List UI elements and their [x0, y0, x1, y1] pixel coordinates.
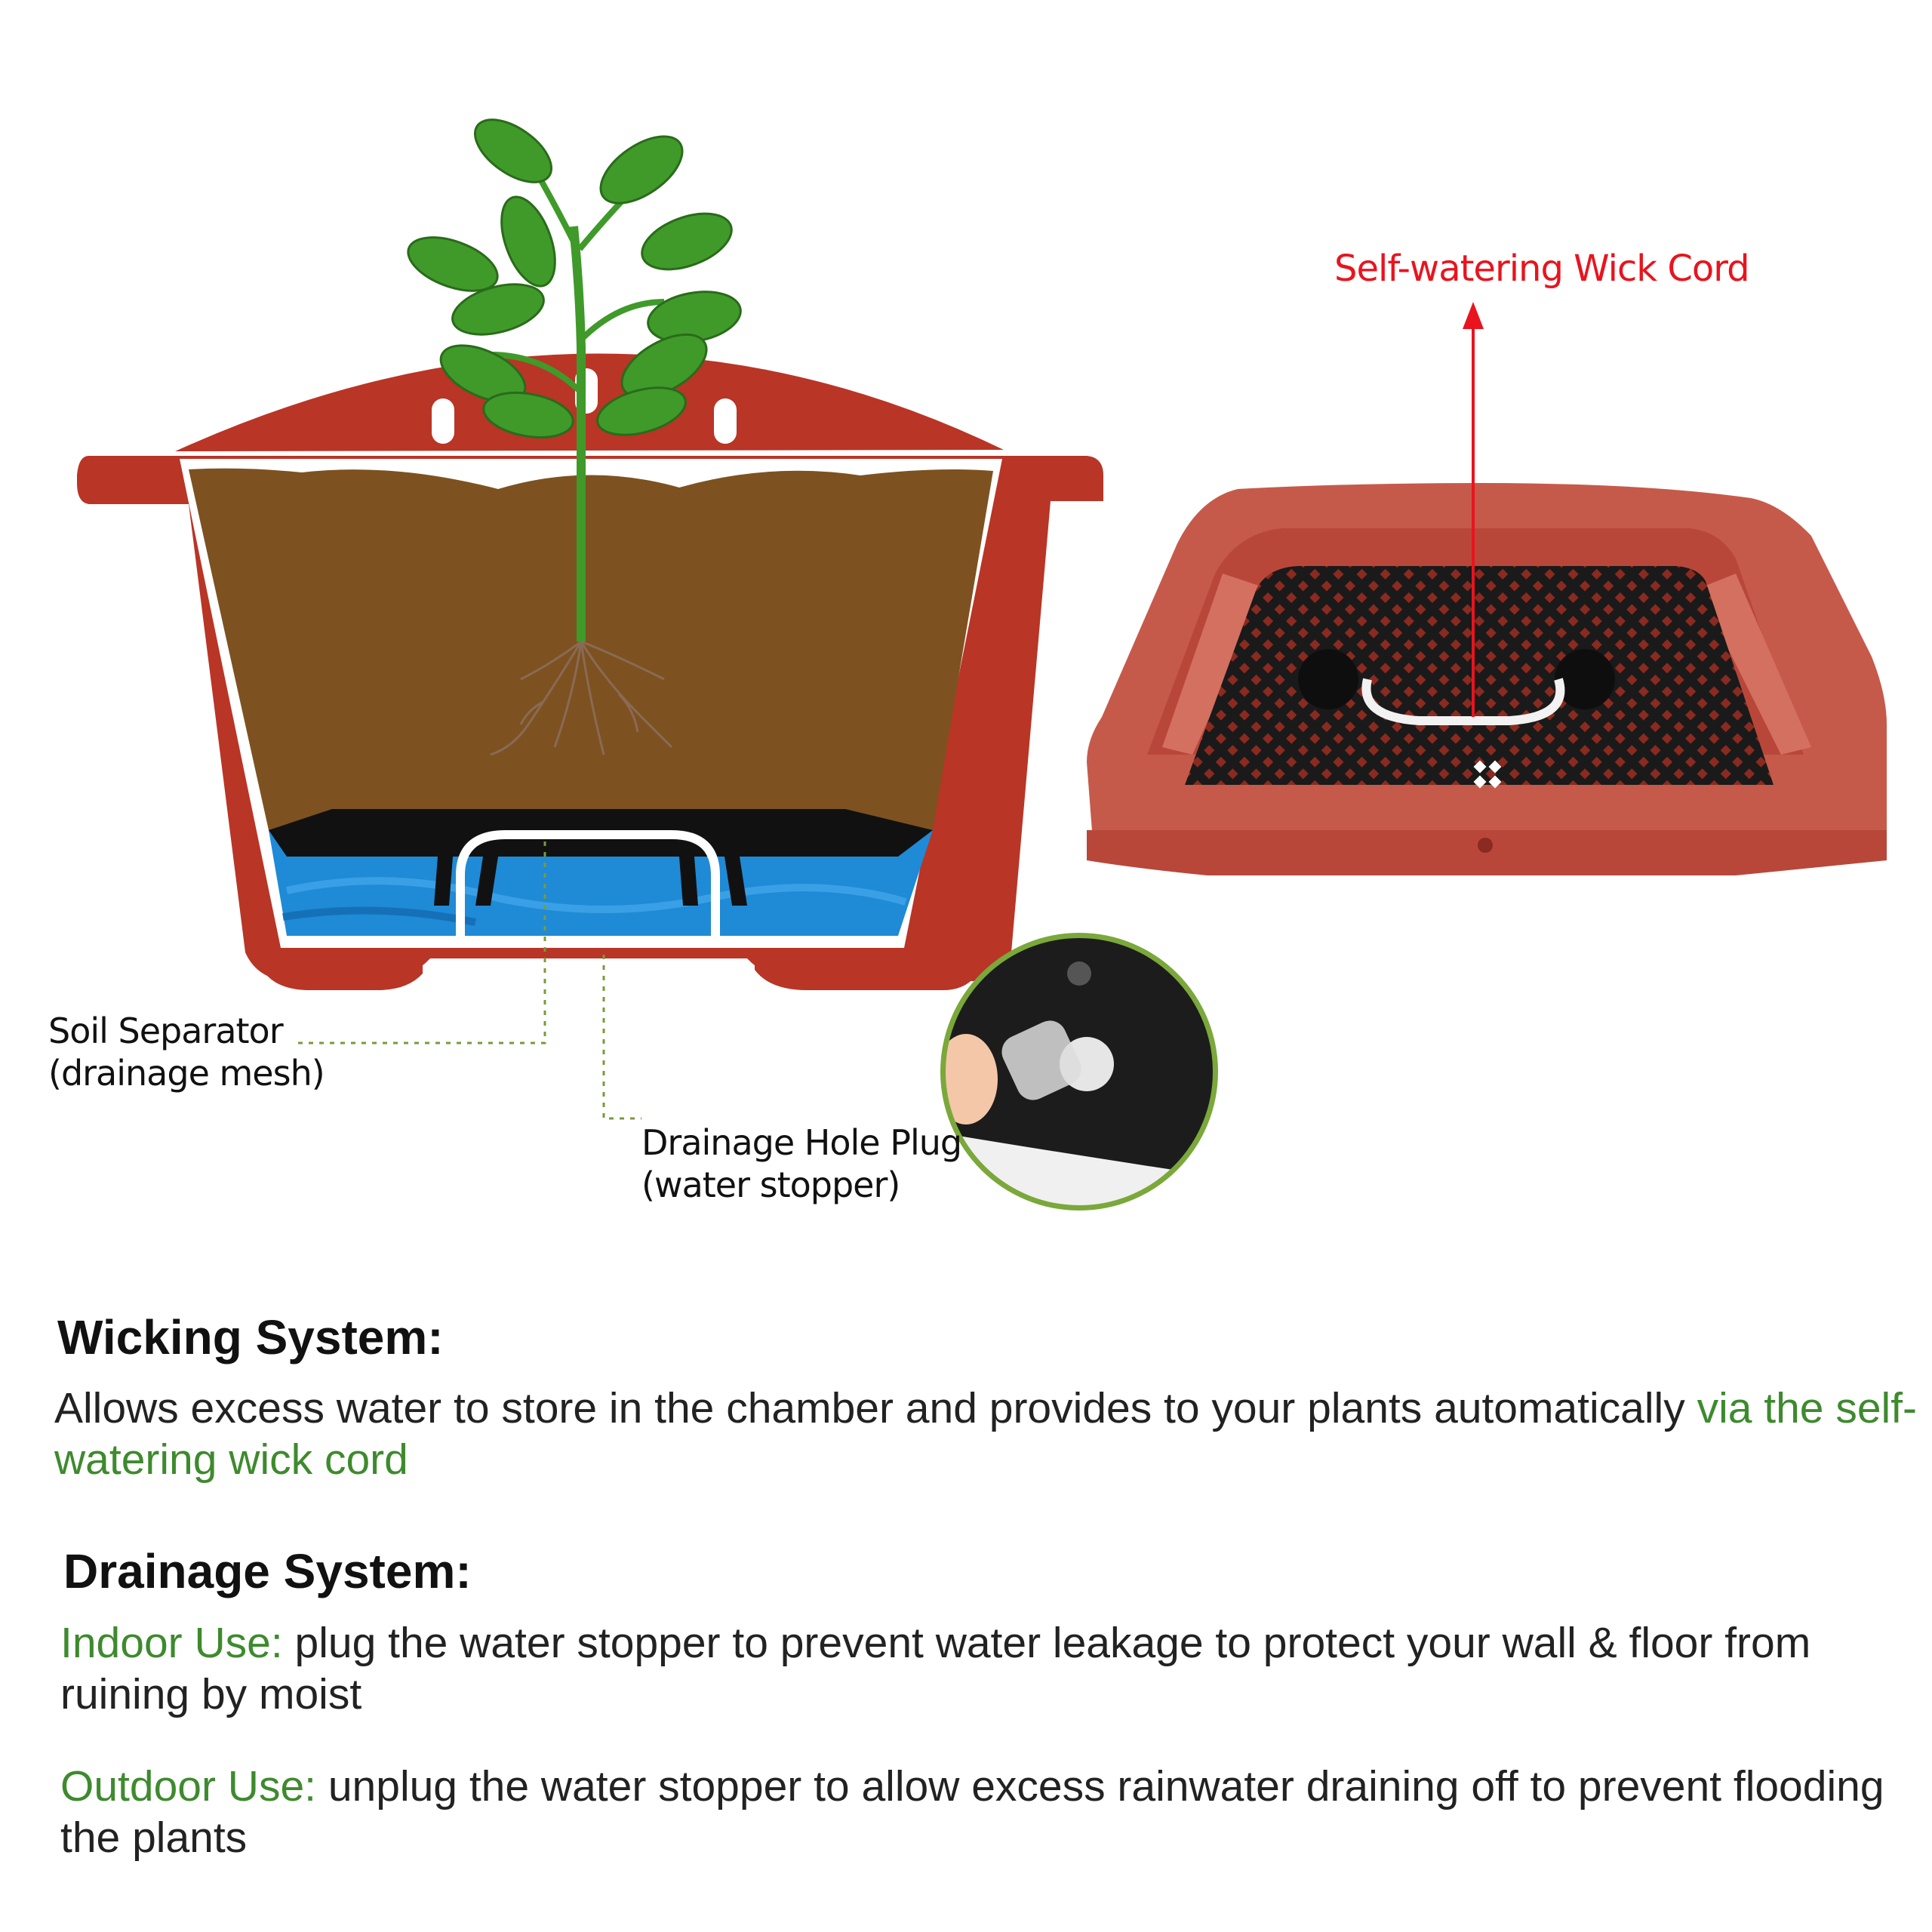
mesh-hole-right — [1555, 649, 1615, 709]
indoor-text: plug the water stopper to prevent water … — [60, 1619, 1811, 1718]
interior-wick-cord — [1361, 678, 1565, 725]
planter-rib-right — [1698, 574, 1811, 755]
outdoor-text: unplug the water stopper to allow excess… — [60, 1762, 1884, 1862]
pot-foot-right — [755, 943, 989, 990]
water-wave-2 — [282, 906, 477, 926]
indoor-label: Indoor Use: — [60, 1619, 283, 1667]
planter-interior-view — [1087, 483, 1887, 875]
separator-leg-2 — [475, 857, 498, 906]
plug-closeup — [940, 933, 1218, 1211]
separator-leg-4 — [724, 857, 747, 906]
wicking-paragraph: Allows excess water to store in the cham… — [54, 1383, 1918, 1485]
planter-drain-hole — [1478, 838, 1493, 853]
water-wave-1 — [285, 877, 907, 913]
pot-foot-left — [260, 943, 423, 990]
drain-plug-title: Drainage Hole Plug — [641, 1122, 962, 1163]
drainage-mesh — [1185, 566, 1774, 785]
soil — [189, 468, 993, 830]
plant-roots — [490, 640, 673, 756]
drain-plug-subtitle: (water stopper) — [641, 1164, 900, 1205]
drainage-heading: Drainage System: — [63, 1544, 472, 1598]
planter-illustration — [77, 118, 1887, 1211]
wicking-text: Allows excess water to store in the cham… — [54, 1384, 1697, 1432]
diagram-area: Self-watering Wick Cord Soil Separator (… — [48, 118, 1887, 1211]
mesh-center-mark — [1473, 760, 1502, 789]
mesh-hole-left — [1298, 649, 1358, 709]
plant-leaves — [407, 118, 742, 438]
separator-callout-line — [298, 841, 546, 1044]
hang-slot-right — [714, 398, 737, 444]
hang-slot-left — [432, 398, 454, 444]
separator-leg-3 — [679, 857, 698, 906]
pot-cross-section — [77, 118, 1103, 990]
plant-branch-left — [490, 352, 583, 395]
planter-base-lip — [1087, 830, 1887, 875]
wicking-highlight: via the self-watering wick cord — [54, 1384, 1918, 1484]
plant-branch-right — [579, 299, 665, 342]
soil-separator-label: Soil Separator (drainage mesh) — [48, 1010, 325, 1094]
soil-separator-subtitle: (drainage mesh) — [48, 1053, 325, 1094]
outdoor-paragraph: Outdoor Use: unplug the water stopper to… — [60, 1761, 1924, 1863]
planter-rib-left — [1162, 574, 1268, 755]
wicking-heading: Wicking System: — [57, 1310, 444, 1364]
plug-callout-line — [602, 955, 641, 1120]
soil-separator-title: Soil Separator — [48, 1011, 284, 1051]
drain-plug-label: Drainage Hole Plug (water stopper) — [641, 1121, 962, 1206]
wick-cord — [456, 830, 720, 936]
wick-arrow — [1463, 302, 1484, 717]
wick-cord-label: Self-watering Wick Cord — [1334, 248, 1750, 290]
separator-leg-1 — [434, 857, 453, 906]
outdoor-label: Outdoor Use: — [60, 1762, 316, 1810]
indoor-paragraph: Indoor Use: plug the water stopper to pr… — [60, 1617, 1924, 1720]
